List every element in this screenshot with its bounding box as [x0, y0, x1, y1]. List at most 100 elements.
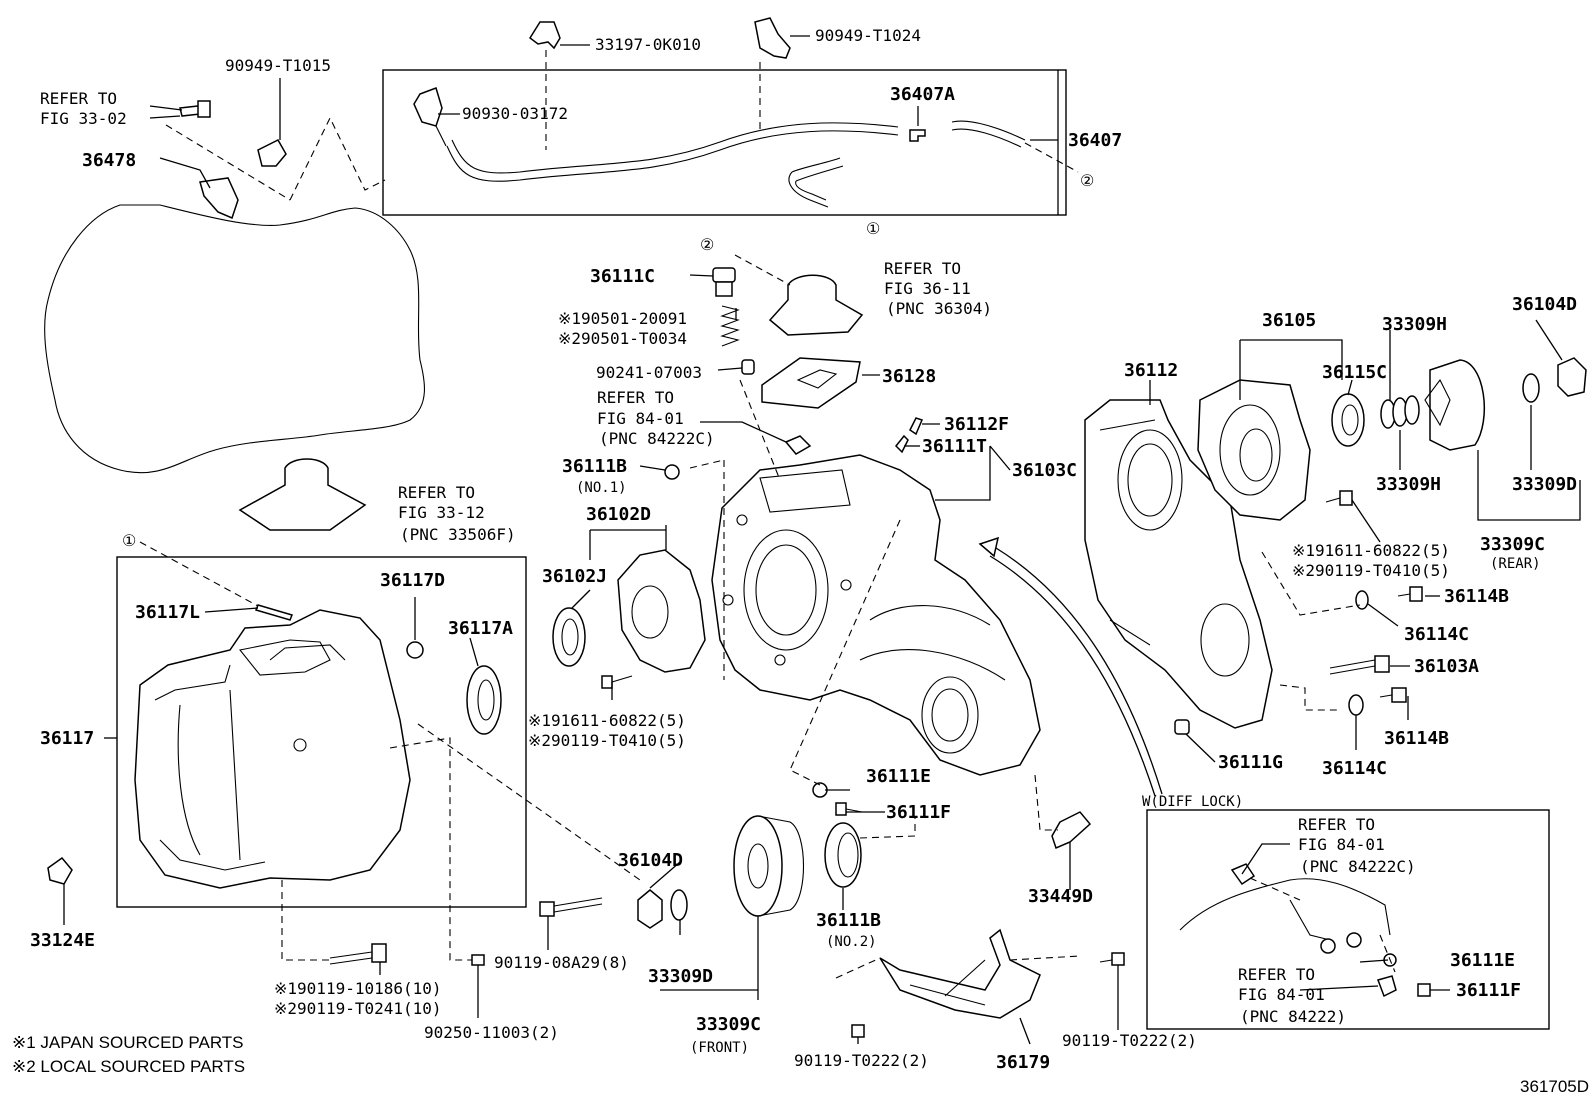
label-36103c: 36103C	[1012, 460, 1077, 481]
label-36112f: 36112F	[944, 414, 1009, 435]
leader-dash	[1279, 684, 1340, 711]
label-36407: 36407	[1068, 130, 1122, 151]
nut-36104d-rear	[1557, 357, 1587, 397]
label-36104d-rear: 36104D	[1512, 294, 1577, 315]
rear-case-36112	[1084, 399, 1273, 729]
label-33309d-rear: 33309D	[1512, 474, 1577, 495]
bolt-191611-a	[601, 675, 633, 689]
label-191611-a: ※191611-60822(5)	[528, 711, 686, 730]
bolt-36114b-b	[1379, 687, 1407, 703]
cover-36304	[768, 274, 864, 336]
label-refer-84-01-x: REFER TO	[1238, 965, 1315, 984]
label-33197: 33197-0K010	[595, 35, 701, 54]
label-36111b-no1: 36111B	[562, 456, 627, 477]
leader-dash	[281, 880, 330, 961]
seals-33309h	[1380, 395, 1420, 429]
label-290501: ※290501-T0034	[558, 329, 687, 348]
plug-36111c	[712, 267, 736, 297]
label-191611-b: ※191611-60822(5)	[1292, 541, 1450, 560]
washer-33309d-front	[670, 889, 688, 921]
label-36105: 36105	[1262, 310, 1316, 331]
label-36478: 36478	[82, 150, 136, 171]
label-33309h-b: 33309H	[1376, 474, 1441, 495]
label-36111c: 36111C	[590, 266, 655, 287]
label-90119-08a29: 90119-08A29(8)	[494, 953, 629, 972]
label-36117l: 36117L	[135, 602, 200, 623]
label-refer-84-01-w-pnc: (PNC 84222C)	[1300, 857, 1416, 876]
switch-84222c-w	[1230, 863, 1256, 886]
plug-36111g	[1174, 719, 1190, 735]
seal-36102j	[552, 607, 586, 667]
ball-90241	[741, 359, 755, 375]
label-36407a: 36407A	[890, 84, 955, 105]
label-36179: 36179	[996, 1052, 1050, 1073]
label-diff-lock: W(DIFF LOCK)	[1142, 794, 1243, 810]
diff-lock-outline	[1179, 878, 1391, 941]
label-refer-36-11: REFER TO	[884, 259, 961, 278]
plugs-diff	[1320, 932, 1362, 954]
bolt-36114b-a	[1397, 586, 1423, 602]
leader-dash	[835, 955, 1081, 979]
plug-36111e	[812, 782, 828, 798]
label-36114b-b: 36114B	[1384, 728, 1449, 749]
gasket-36128	[761, 357, 861, 409]
label-36115c: 36115C	[1322, 362, 1387, 383]
label-33309h-a: 33309H	[1382, 314, 1447, 335]
label-190119: ※190119-10186(10)	[274, 979, 442, 998]
circle-1-top: ①	[866, 219, 880, 238]
label-36102d: 36102D	[586, 504, 651, 525]
seal-36111b-2	[824, 822, 862, 888]
label-36114b-a: 36114B	[1444, 586, 1509, 607]
leader-dash	[1249, 877, 1396, 973]
label-190501: ※190501-20091	[558, 309, 687, 328]
label-33309c-front: 33309C	[696, 1014, 761, 1035]
label-refer-33-12-pnc: (PNC 33506F)	[400, 525, 516, 544]
pin-90250	[471, 954, 485, 966]
label-refer-84-01: REFER TO	[597, 388, 674, 407]
bolt-36111f-w	[1417, 983, 1431, 997]
label-refer-36-11-pnc: (PNC 36304)	[886, 299, 992, 318]
label-36102j: 36102J	[542, 566, 607, 587]
label-refer-33-12: REFER TO	[398, 483, 475, 502]
note-local: ※2 LOCAL SOURCED PARTS	[12, 1057, 245, 1076]
nut-36104d-front	[637, 889, 663, 929]
label-36117: 36117	[40, 728, 94, 749]
label-90241: 90241-07003	[596, 363, 702, 382]
label-33124e: 33124E	[30, 930, 95, 951]
washer-33309d-rear	[1522, 373, 1540, 403]
leaders	[63, 35, 1581, 1045]
flange-33309c-front	[733, 815, 804, 917]
extension-housing-box	[116, 556, 527, 908]
label-36128: 36128	[882, 366, 936, 387]
bolt-90119-t0222-a	[851, 1024, 865, 1038]
bracket-36179	[879, 928, 1041, 1019]
part-labels: 33197-0K010 90949-T1024 90949-T1015 REFE…	[12, 26, 1589, 1096]
label-36111t: 36111T	[922, 436, 987, 457]
label-90119-t0222-a: 90119-T0222(2)	[794, 1051, 929, 1070]
washer-36114c-a	[1355, 590, 1369, 610]
label-36111b-no2: 36111B	[816, 910, 881, 931]
label-36112: 36112	[1124, 360, 1178, 381]
label-refer-84-01-fig: FIG 84-01	[597, 409, 684, 428]
bolt-36103a	[1329, 655, 1390, 675]
label-36111e-w: 36111E	[1450, 950, 1515, 971]
label-refer-33-02-fig: FIG 33-02	[40, 109, 127, 128]
leader-dash	[1261, 551, 1361, 616]
leader-dash	[734, 254, 791, 286]
hose-assembly-box	[382, 69, 1067, 216]
note-japan: ※1 JAPAN SOURCED PARTS	[12, 1033, 244, 1052]
switch-84222	[1377, 975, 1397, 998]
clip-90949-t1015	[257, 139, 287, 167]
leader-dash	[689, 459, 725, 680]
label-36114c-b: 36114C	[1322, 758, 1387, 779]
transmission-outline	[44, 204, 426, 474]
plug-36117d	[406, 641, 424, 659]
circle-1-left: ①	[122, 531, 136, 550]
label-refer-84-01-pnc: (PNC 84222C)	[599, 429, 715, 448]
cover-36105	[1197, 379, 1311, 521]
label-36104d-front: 36104D	[618, 850, 683, 871]
bolt-90119-08a29	[539, 897, 603, 917]
bolt-refer-33-02	[179, 100, 211, 118]
front-cover-36102d	[617, 549, 706, 673]
label-33309c-rear: 33309C	[1480, 534, 1545, 555]
